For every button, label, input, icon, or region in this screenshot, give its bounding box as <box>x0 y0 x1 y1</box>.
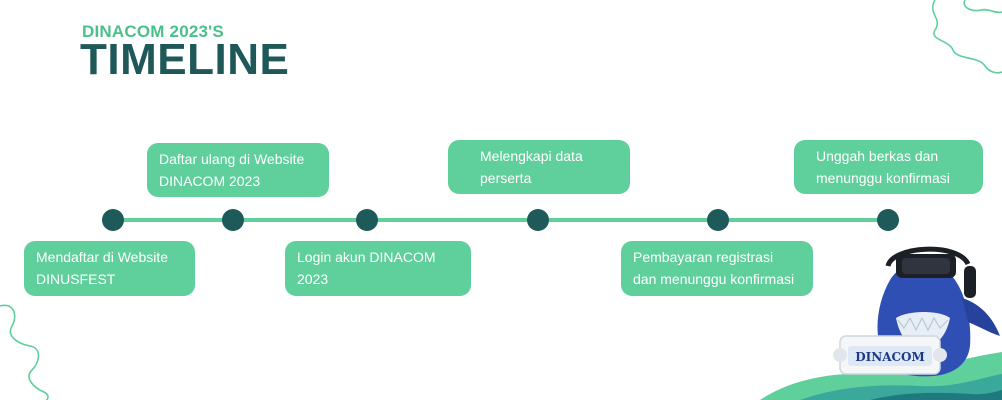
timeline-line <box>112 218 890 222</box>
timeline-dot-6 <box>877 209 899 231</box>
timeline-step-4-card: Melengkapi data perserta <box>448 140 630 194</box>
timeline-dot-2 <box>222 209 244 231</box>
squiggle-bottom-left-decoration <box>0 304 49 400</box>
timeline-subtitle: DINACOM 2023'S <box>82 22 224 41</box>
timeline-step-1-card: Mendaftar di Website DINUSFEST <box>24 241 195 296</box>
timeline-dot-4 <box>527 209 549 231</box>
timeline-dot-3 <box>356 209 378 231</box>
timeline-step-2-card: Daftar ulang di Website DINACOM 2023 <box>147 143 329 197</box>
mascot-illustration: DINACOM <box>833 246 1000 377</box>
timeline-step-6-card: Unggah berkas dan menunggu konfirmasi <box>794 140 983 194</box>
timeline-dot-1 <box>102 209 124 231</box>
timeline-dot-5 <box>707 209 729 231</box>
timeline-step-3-card: Login akun DINACOM 2023 <box>285 241 471 296</box>
timeline-title: TIMELINE <box>80 35 290 84</box>
squiggle-top-right-decoration <box>931 0 1002 74</box>
timeline-step-5-card: Pembayaran registrasi dan menunggu konfi… <box>621 241 813 296</box>
mascot-badge-text: DINACOM <box>855 350 925 364</box>
wave-decoration <box>760 352 1002 400</box>
